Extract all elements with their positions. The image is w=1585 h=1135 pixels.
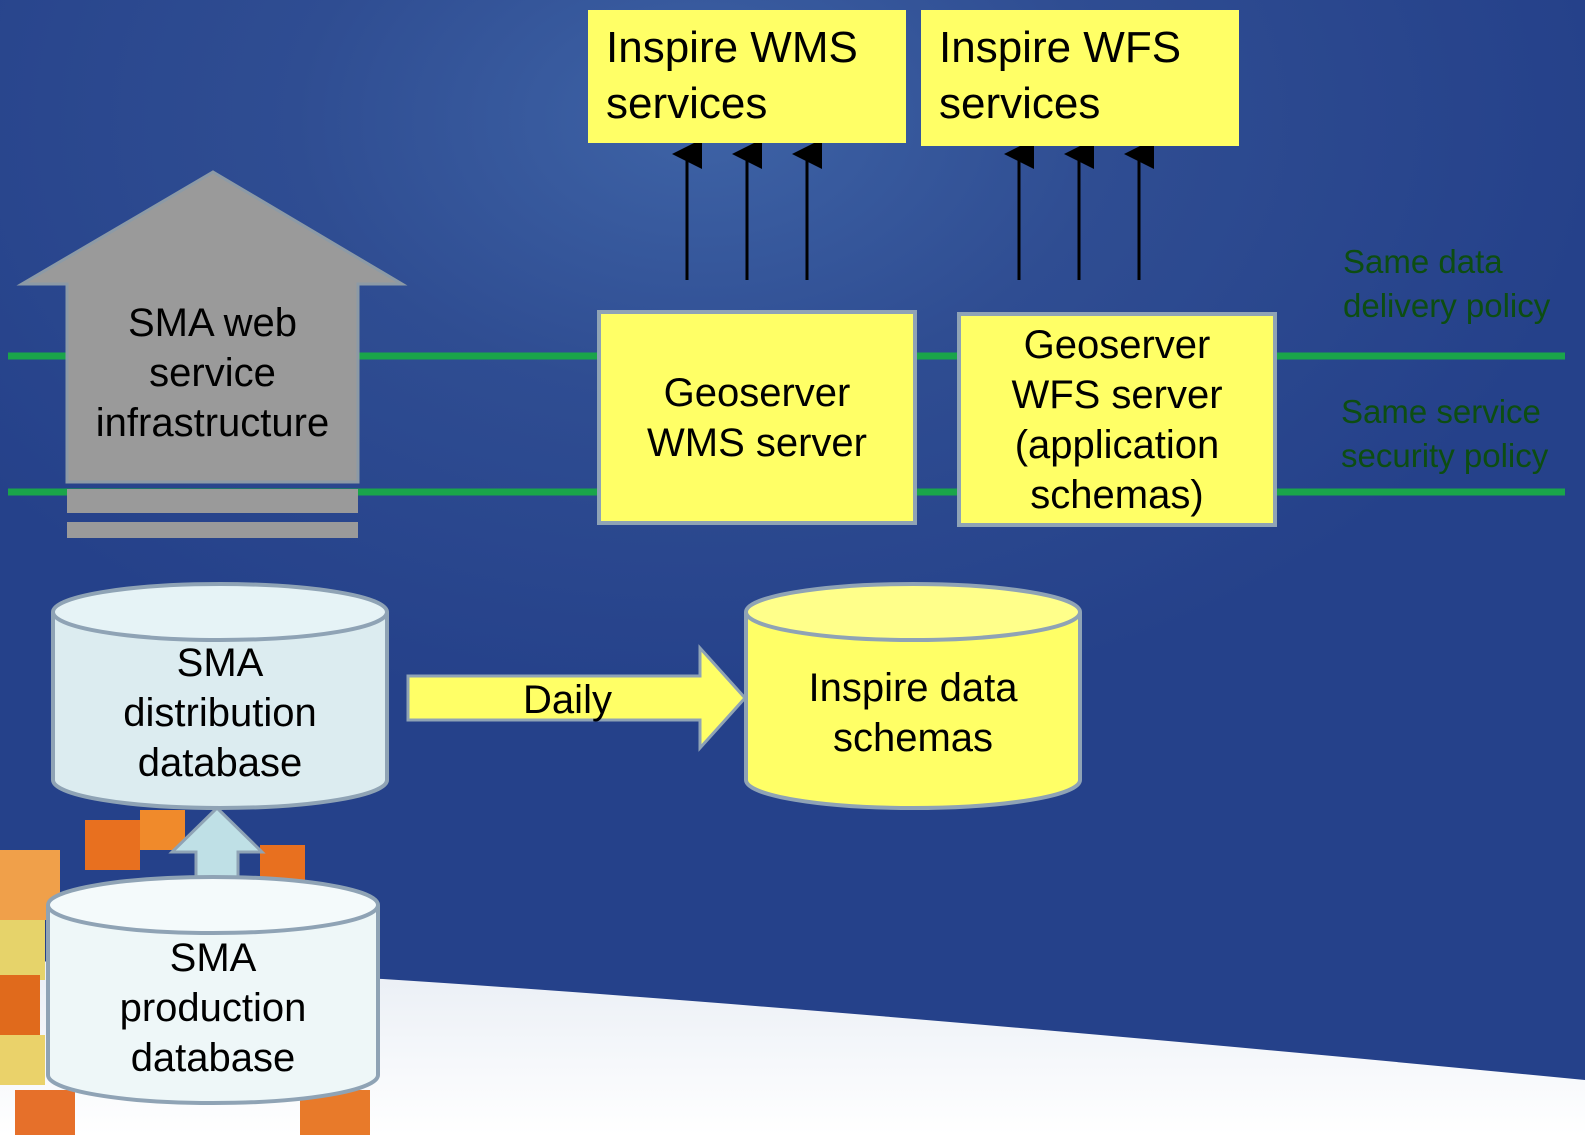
wms-service-arrows <box>672 139 822 280</box>
wfs-services-line2: services <box>939 79 1101 128</box>
production-db-line1: SMA <box>169 935 257 980</box>
daily-flow-label: Daily <box>523 678 612 722</box>
infrastructure-line3: infrastructure <box>95 400 330 445</box>
background-swoosh <box>0 960 1585 1135</box>
wms-server-line2: WMS server <box>647 420 867 465</box>
inspire-database-cylinder <box>744 582 1082 810</box>
wfs-server-line3: (application <box>1014 422 1220 467</box>
security-policy-line1: Same service <box>1341 393 1541 430</box>
delivery-policy-label: Same data delivery policy <box>1343 240 1550 328</box>
infrastructure-line2: service <box>149 350 276 395</box>
inspire-wfs-services-box: Inspire WFS services <box>921 10 1239 146</box>
distribution-database-cylinder <box>51 582 389 810</box>
inspire-wms-services-box: Inspire WMS services <box>588 10 906 143</box>
infrastructure-line1: SMA web <box>128 300 297 345</box>
delivery-policy-line2: delivery policy <box>1343 287 1551 324</box>
wfs-services-line1: Inspire WFS <box>939 23 1182 72</box>
production-db-line2: production <box>119 985 307 1030</box>
infrastructure-house-shape <box>16 170 408 538</box>
production-database-label: SMA production database <box>48 930 378 1085</box>
infrastructure-label: SMA web service infrastructure <box>67 295 358 450</box>
wms-services-line1: Inspire WMS <box>606 23 858 72</box>
distribution-database-label: SMA distribution database <box>53 635 387 790</box>
wfs-server-line4: schemas) <box>1030 472 1204 517</box>
distribution-db-line2: distribution <box>123 690 317 735</box>
production-database-cylinder <box>46 875 380 1105</box>
wfs-server-line1: Geoserver <box>1023 322 1211 367</box>
security-policy-line2: security policy <box>1341 437 1549 474</box>
production-db-line3: database <box>130 1035 296 1080</box>
distribution-db-line1: SMA <box>176 640 264 685</box>
distribution-db-line3: database <box>137 740 303 785</box>
wms-server-line1: Geoserver <box>663 370 851 415</box>
geoserver-wfs-server-box: Geoserver WFS server (application schema… <box>957 312 1277 527</box>
geoserver-wms-server-box: Geoserver WMS server <box>597 310 917 525</box>
daily-flow-arrow <box>406 644 748 752</box>
inspire-database-label: Inspire data schemas <box>746 660 1080 765</box>
inspire-db-line1: Inspire data <box>808 665 1018 710</box>
wfs-service-arrows <box>1004 139 1154 280</box>
delivery-policy-line1: Same data <box>1343 243 1503 280</box>
wfs-server-line2: WFS server <box>1011 372 1223 417</box>
wms-services-line2: services <box>606 79 768 128</box>
security-policy-label: Same service security policy <box>1341 390 1548 478</box>
inspire-db-line2: schemas <box>832 715 994 760</box>
